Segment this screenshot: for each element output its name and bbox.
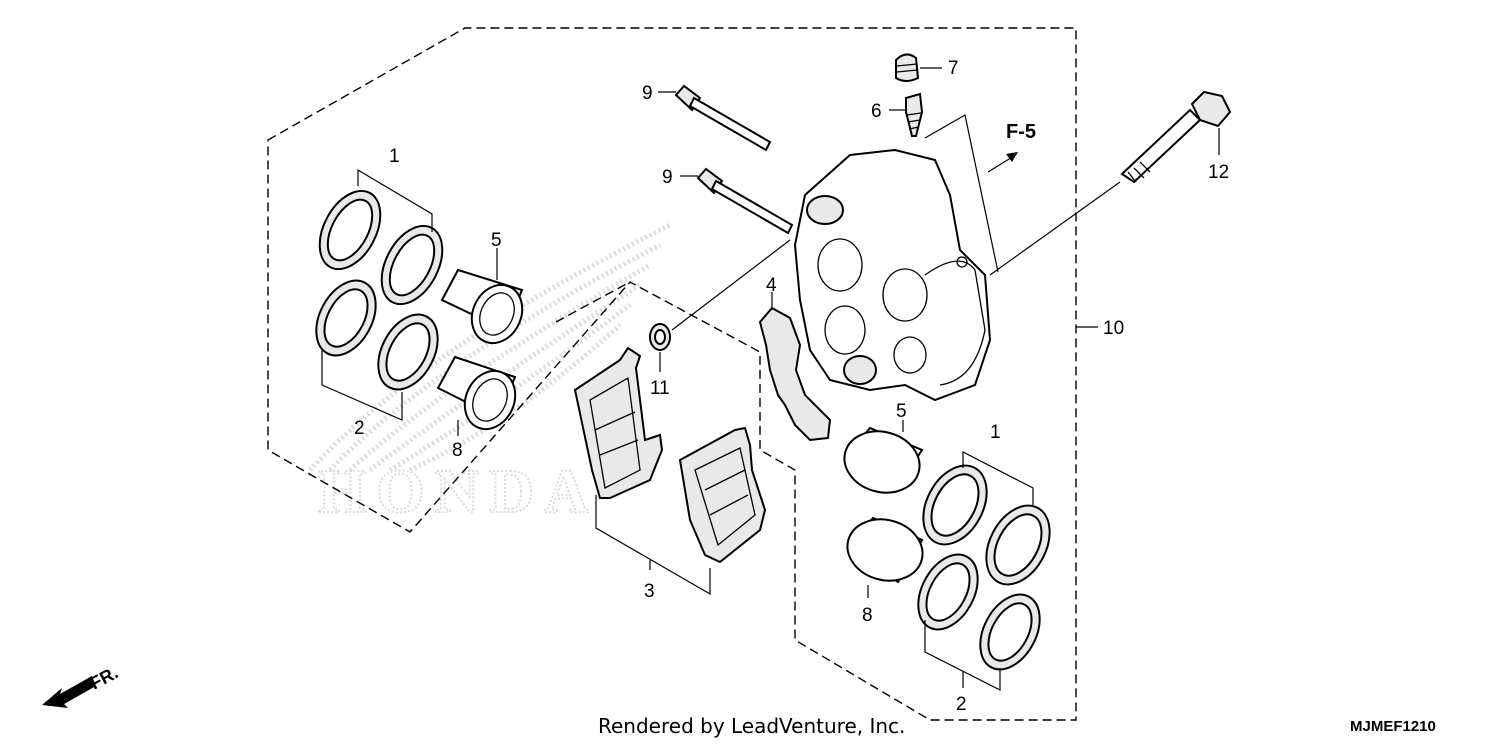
caliper-body — [793, 148, 992, 402]
diagram-code: MJMEF1210 — [1350, 718, 1436, 735]
right-seal-set — [917, 464, 1051, 671]
left-seal-set — [315, 189, 444, 391]
mounting-bolt-shank — [1120, 108, 1202, 184]
reference-f5-label: F-5 — [1006, 121, 1036, 143]
mounting-bolt — [1120, 90, 1232, 184]
dust-seal-2b-inner — [385, 322, 431, 382]
leader-3 — [595, 495, 711, 596]
callout-2-left: 2 — [354, 418, 365, 439]
piston-seal-1b-inner — [388, 233, 436, 297]
piston-seal-1d-inner — [993, 513, 1043, 577]
f5-reference-arrowhead — [1006, 152, 1018, 162]
callout-5-left: 5 — [491, 230, 502, 251]
piston-5-right-face — [843, 430, 921, 494]
bleeder-body — [905, 92, 924, 137]
leader-1-left — [357, 168, 433, 232]
callout-1-right: 1 — [990, 422, 1001, 443]
render-credit: Rendered by LeadVenture, Inc. — [598, 714, 905, 738]
callout-4: 4 — [766, 275, 777, 296]
right-pistons — [843, 426, 924, 584]
brake-pad-set — [573, 346, 767, 564]
leader-caliper-bracket — [924, 114, 999, 273]
left-pistons — [436, 268, 524, 431]
piston-8-right-face — [846, 518, 924, 582]
slide-pin-mid-shaft — [710, 179, 794, 235]
brake-pad-inner-shim — [694, 447, 756, 547]
callout-9-mid: 9 — [662, 167, 673, 188]
callout-11: 11 — [650, 378, 670, 399]
slide-pin-top-shaft — [688, 96, 772, 152]
callout-5-right: 5 — [896, 401, 907, 422]
leader-1-right — [962, 451, 1034, 505]
caliper-bore-3 — [824, 305, 866, 355]
bleeder-thread — [906, 112, 922, 130]
piston-seal-1a-inner — [326, 198, 374, 262]
caliper-port-top — [806, 195, 844, 225]
caliper-bore-5 — [893, 336, 927, 374]
piston-5-left-face — [470, 283, 524, 345]
callout-1-left: 1 — [389, 146, 400, 167]
callout-2-right: 2 — [956, 694, 967, 715]
bleeder-cap-body — [895, 53, 920, 82]
callout-12: 12 — [1208, 162, 1229, 183]
caliper-bore-1 — [817, 238, 863, 292]
piston-8-left-face — [463, 369, 517, 431]
piston-8-left-rim — [472, 378, 508, 422]
caliper-bore-2 — [882, 268, 928, 322]
dust-seal-2a-inner — [323, 288, 369, 348]
leader-pin-to-caliper — [671, 239, 791, 331]
leader-2-left — [321, 350, 403, 421]
callout-10: 10 — [1103, 318, 1124, 339]
piston-5-left-rim — [479, 292, 515, 336]
pad-spring — [758, 306, 832, 442]
callout-8-left: 8 — [452, 440, 463, 461]
front-direction-indicator: FR. — [42, 662, 121, 708]
brake-pad-inner — [678, 426, 767, 564]
callout-7: 7 — [948, 58, 959, 79]
front-direction-label: FR. — [86, 662, 121, 693]
pin-boot-inner — [654, 329, 666, 345]
bleeder-cap-ribs — [896, 63, 918, 73]
leader-bolt-to-caliper — [989, 181, 1121, 276]
caliper-end-cap — [924, 260, 986, 386]
leader-2-right — [924, 620, 1001, 691]
brake-pad-outer — [573, 346, 664, 499]
dust-seal-2c-inner — [925, 562, 971, 622]
bleeder-valve — [905, 92, 924, 137]
brake-pad-outer-friction — [589, 376, 641, 489]
honda-watermark-text: HONDA — [318, 458, 599, 526]
left-piston-group-box — [267, 27, 1077, 721]
pad-group-box — [555, 281, 631, 323]
caliper-bore-4 — [843, 355, 877, 385]
caliper-mount-hole — [956, 256, 968, 268]
callout-6: 6 — [871, 101, 882, 122]
caliper-housing — [793, 148, 992, 402]
callout-9-top: 9 — [642, 83, 653, 104]
slide-pin-top — [674, 84, 772, 152]
dust-seal-2d-inner — [987, 602, 1033, 662]
piston-seal-1c-inner — [930, 473, 980, 537]
mounting-bolt-thread — [1127, 161, 1151, 183]
callout-8-right: 8 — [862, 605, 873, 626]
bleeder-cap — [895, 53, 920, 82]
slide-pin-mid — [696, 167, 794, 235]
front-arrow-icon — [42, 676, 96, 708]
callout-3: 3 — [644, 581, 655, 602]
